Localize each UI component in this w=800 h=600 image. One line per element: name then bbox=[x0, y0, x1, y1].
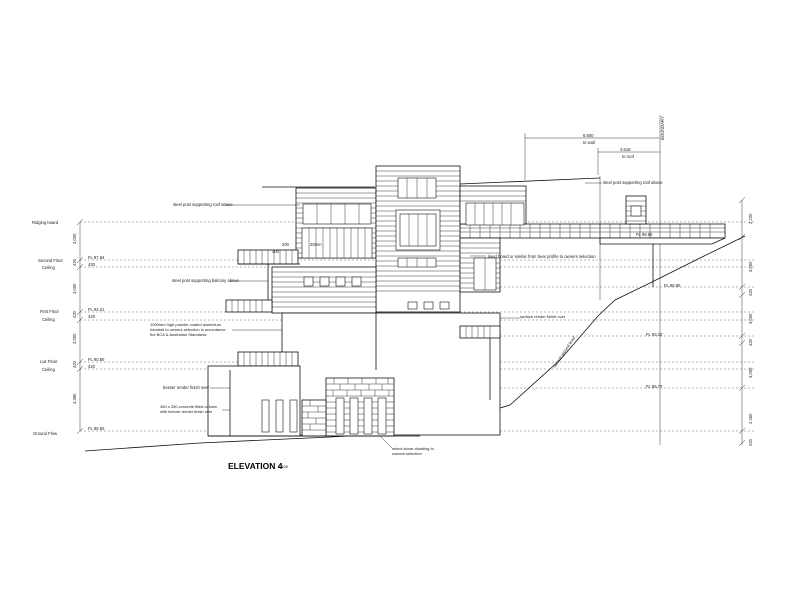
note-timber-cladding: lined board or similar from bear profile… bbox=[488, 254, 596, 259]
second-floor-band bbox=[271, 266, 377, 314]
left-dim-4: 420 bbox=[72, 310, 77, 318]
top-deck-slab bbox=[459, 223, 726, 239]
upper-left-window bbox=[302, 203, 372, 225]
drawing-scale: 1:100 bbox=[278, 464, 289, 469]
right-dimension-chain: 2,220 3,000 420 3,000 420 3,000 2,460 22… bbox=[738, 196, 753, 447]
left-dim-5: 3,000 bbox=[72, 333, 77, 344]
floor-level-tags-left: FL 97.64 FL 94.21 FL 90.80 FL 86.60 420 … bbox=[88, 255, 105, 431]
right-dim-6: 3,000 bbox=[748, 367, 753, 378]
dim-420-a: 420 bbox=[88, 262, 96, 267]
note-200: 200 bbox=[282, 242, 290, 247]
fl-tag-86: FL 86.60 bbox=[88, 426, 105, 431]
right-dim-5: 420 bbox=[748, 338, 753, 346]
floor-level-tags-right: FL 98.80 FL 93.10 FL 86.77 bbox=[646, 283, 681, 389]
dim-6600-label: to wall bbox=[583, 140, 595, 145]
note-stone-cladding: select stone cladding to owners selectio… bbox=[392, 446, 434, 456]
left-dim-3: 3,000 bbox=[72, 283, 77, 294]
label-second-floor: Second Floor bbox=[38, 258, 64, 263]
note-steel-post-right: steel post supporting roof above bbox=[603, 180, 663, 185]
ground-floor-doors bbox=[261, 399, 298, 433]
dim-420-c: 420 bbox=[88, 364, 96, 369]
fl-tag-86-right: FL 86.77 bbox=[646, 384, 663, 389]
annotations: steel post supporting roof above steel p… bbox=[150, 180, 663, 456]
label-lower-floor: Lwr Floor bbox=[40, 359, 58, 364]
right-dim-1: 2,220 bbox=[748, 213, 753, 224]
note-glass-balustrade: 1000mm high powder coated aluminium hand… bbox=[150, 322, 226, 337]
fl-tag-93: FL 93.10 bbox=[646, 332, 663, 337]
fl-tag-94: FL 94.21 bbox=[88, 307, 105, 312]
right-dim-7: 2,460 bbox=[748, 413, 753, 424]
ground-floor-volume bbox=[207, 365, 301, 437]
deck-underside bbox=[599, 237, 726, 245]
fl-tag-98-right: FL 98.80 bbox=[664, 283, 681, 288]
fl-tag-90: FL 90.80 bbox=[88, 357, 105, 362]
ground-line bbox=[84, 235, 746, 452]
note-concrete-column: 450 x 250 concrete filled column with te… bbox=[160, 404, 217, 414]
left-dim-6: 420 bbox=[72, 360, 77, 368]
label-ridge: Ridging board bbox=[32, 220, 59, 225]
drawing-title: ELEVATION 4 bbox=[228, 461, 283, 471]
dim-3518-label: to roof bbox=[622, 154, 635, 159]
left-dim-7: 4,380 bbox=[72, 393, 77, 404]
note-steel-post-left: steel post supporting roof above bbox=[173, 202, 233, 207]
building-elevation: FL 98.60 bbox=[207, 165, 726, 437]
note-besser-render: besser render finish over bbox=[163, 385, 210, 390]
left-dim-1: 3,000 bbox=[72, 233, 77, 244]
right-dim-4: 3,000 bbox=[748, 313, 753, 324]
label-second-ceiling: Ceiling bbox=[42, 265, 55, 270]
mid-balcony bbox=[225, 299, 273, 313]
drawing-title-block: ELEVATION 4 1:100 bbox=[228, 461, 289, 471]
note-surface-render: surface render finish over bbox=[520, 314, 565, 319]
left-dim-2: 420 bbox=[72, 258, 77, 266]
fl-tag-97: FL 97.64 bbox=[88, 255, 105, 260]
left-dimension-chain: 3,000 420 3,000 420 3,000 420 4,380 bbox=[72, 218, 84, 435]
top-dimensions: BOUNDARY 6.600 to wall 3.518 to roof bbox=[524, 115, 665, 445]
natural-ground-label: natural ground level bbox=[552, 335, 577, 368]
dim-420-b: 420 bbox=[88, 314, 96, 319]
dim-6600: 6.600 bbox=[583, 133, 594, 138]
upper-right-window bbox=[465, 202, 525, 226]
note-steel-post-balcony: steel post supporting balcony above bbox=[172, 278, 239, 283]
dim-3518: 3.518 bbox=[620, 147, 631, 152]
second-floor-small-windows bbox=[303, 276, 450, 310]
roof-right bbox=[459, 177, 601, 185]
boundary-label: BOUNDARY bbox=[660, 116, 665, 140]
note-20mm: 20mm bbox=[310, 242, 322, 247]
label-lower-ceiling: Ceiling bbox=[42, 367, 55, 372]
right-dim-3: 420 bbox=[748, 288, 753, 296]
label-first-ceiling: Ceiling bbox=[42, 317, 55, 322]
label-ground: Ground Flow bbox=[33, 431, 58, 436]
fl-tag-98: FL 98.60 bbox=[636, 232, 653, 237]
left-level-labels: Ridging board Second Floor Ceiling First… bbox=[32, 220, 64, 436]
stone-cladding bbox=[301, 377, 395, 437]
note-300: 300 bbox=[272, 249, 280, 254]
right-dim-2: 3,000 bbox=[748, 261, 753, 272]
right-dim-8: 220 bbox=[748, 438, 753, 446]
label-first-floor: First Floor bbox=[40, 309, 59, 314]
